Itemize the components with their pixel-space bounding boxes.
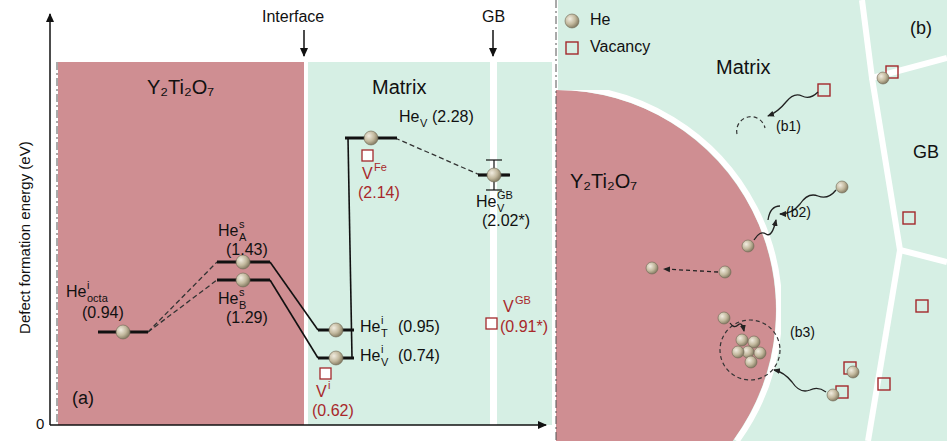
species: He: [66, 283, 86, 301]
axis-title: Defect formation energy (eV): [16, 141, 33, 334]
species: He: [476, 193, 496, 211]
energy-value: (0.95): [398, 318, 440, 336]
energy-value: (1.29): [226, 309, 268, 327]
superscript: Fe: [374, 161, 387, 174]
superscript: i: [381, 343, 383, 356]
gb-label: GB: [913, 142, 939, 163]
superscript: s: [239, 218, 245, 231]
energy-value: (1.43): [226, 241, 268, 259]
region-title: Matrix: [716, 56, 770, 79]
subscript: T: [381, 327, 388, 340]
subscript: octa: [87, 292, 108, 305]
vacancy-label: V: [362, 165, 373, 183]
panel-label: (b): [910, 18, 932, 39]
legend-text: He: [590, 11, 610, 29]
vacancy-label: V: [503, 298, 514, 316]
legend-text: Vacancy: [590, 38, 650, 56]
superscript: i: [381, 314, 383, 327]
vacancy-label: V: [316, 383, 327, 401]
region-title: Y₂Ti₂O₇: [570, 170, 637, 193]
species: He: [360, 347, 380, 365]
callout-label: (b3): [790, 324, 815, 340]
gb-label: GB: [482, 8, 505, 26]
callout-label: (b1): [776, 118, 801, 134]
region-title: Matrix: [372, 76, 426, 99]
oxide-particle: Y₂Ti₂O₇: [556, 90, 781, 441]
species: He: [218, 222, 238, 240]
energy-value: (0.94): [82, 304, 124, 322]
superscript: GB: [515, 294, 531, 307]
energy-value: (2.28): [432, 108, 474, 126]
superscript: i: [87, 279, 89, 292]
superscript: s: [239, 286, 245, 299]
region-title: Y₂Ti₂O₇: [147, 76, 214, 99]
superscript: i: [328, 379, 330, 392]
species: He: [218, 290, 238, 308]
interface-label: Interface: [262, 8, 324, 26]
energy-value: (0.91*): [500, 318, 548, 336]
subscript: V: [381, 356, 388, 369]
subscript: V: [420, 117, 427, 130]
energy-value: (0.74): [398, 347, 440, 365]
particle-outline: [556, 90, 781, 441]
superscript: GB: [497, 189, 513, 202]
callout-label: (b2): [786, 204, 811, 220]
species: He: [399, 108, 419, 126]
species: He: [360, 318, 380, 336]
energy-value: (2.14): [358, 184, 400, 202]
panel-label: (a): [72, 388, 94, 409]
energy-value: (0.62): [312, 402, 354, 420]
energy-value: (2.02*): [482, 212, 530, 230]
axis-tick: 0: [36, 415, 44, 432]
